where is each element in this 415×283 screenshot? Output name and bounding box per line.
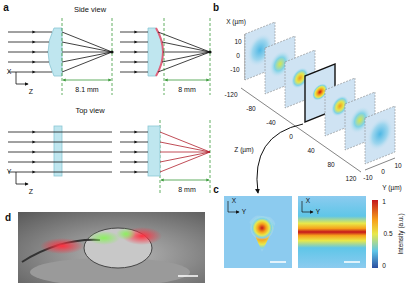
panel-letter: a <box>3 3 9 13</box>
tick-label: 40 <box>307 148 314 155</box>
tick-label: 0 <box>381 169 385 176</box>
plano-convex-lens <box>48 28 62 76</box>
green-glow <box>116 228 136 240</box>
converging-ray <box>160 132 210 172</box>
ray <box>120 172 148 173</box>
tick-label: 0 <box>236 53 240 60</box>
axis-title: X (µm) <box>226 19 246 26</box>
axis-label: Z <box>29 88 33 95</box>
tick-label: -120 <box>224 92 237 99</box>
dimension: 8 mm <box>178 186 196 193</box>
converging-ray <box>62 32 112 72</box>
tick-label: 10 <box>234 39 241 46</box>
view-title: Side view <box>74 6 106 14</box>
axis-label: Y <box>242 209 246 216</box>
slice <box>365 106 395 164</box>
tick-label: -10 <box>363 175 372 182</box>
ray <box>8 62 49 63</box>
ray <box>120 42 148 43</box>
dimension-arrow <box>165 80 209 81</box>
scale-bar <box>344 261 360 263</box>
ray <box>120 72 148 73</box>
coated-lens <box>148 28 163 76</box>
ray <box>120 142 148 143</box>
lens-top <box>54 126 62 176</box>
ray <box>8 72 52 73</box>
ray <box>8 172 112 173</box>
colorbar-tick: 0.5 <box>383 231 392 238</box>
ray <box>120 152 148 153</box>
ray <box>8 132 112 133</box>
zoom-arrow <box>257 124 303 193</box>
dimension: 8 mm <box>178 86 196 93</box>
scale-bar <box>178 275 198 277</box>
focal-spot-image <box>224 196 292 268</box>
ray <box>120 162 148 163</box>
axis-label: Z <box>29 188 33 195</box>
ray <box>120 52 148 53</box>
colorbar-title: Intensity (a.u.) <box>398 213 405 254</box>
tick-label: 80 <box>327 162 334 169</box>
triangular-spot <box>246 214 278 252</box>
ray <box>8 32 52 33</box>
colorbar-tick: 0 <box>382 263 386 270</box>
dimension-arrow <box>161 180 209 181</box>
green-glow <box>88 231 120 245</box>
coating <box>156 28 163 76</box>
ray <box>8 162 112 163</box>
tick-label: 120 <box>346 176 357 183</box>
axis-title: Z (µm) <box>234 147 253 154</box>
ray <box>120 62 148 63</box>
tick-label: -80 <box>246 106 255 113</box>
axis-label: Y <box>7 168 12 175</box>
tick-label: 0 <box>289 134 293 141</box>
converging-ray <box>158 32 210 72</box>
tick-label: -40 <box>266 120 275 127</box>
ray <box>8 42 49 43</box>
axis-title: Y (µm) <box>382 185 402 192</box>
device-photo <box>18 212 205 283</box>
axis-label: X <box>306 198 310 205</box>
top-view-optics <box>8 126 210 184</box>
panel-letter: c <box>213 185 219 195</box>
tick-label: -10 <box>230 67 239 74</box>
axis-arrows <box>16 72 28 84</box>
panel-letter: d <box>5 213 11 223</box>
axis-arrows <box>16 172 28 184</box>
colorbar <box>372 200 378 268</box>
guide-line <box>160 120 210 195</box>
dimension-arrow <box>63 80 111 81</box>
colorbar-tick: 1 <box>382 199 386 206</box>
guide-line <box>62 18 210 95</box>
dimension: 8.1 mm <box>75 86 98 93</box>
ray <box>120 132 148 133</box>
axis-label: X <box>232 198 236 205</box>
axis-label: X <box>7 68 12 75</box>
red-glow <box>40 238 84 254</box>
dimension-guides <box>62 18 210 195</box>
ray <box>8 52 48 53</box>
scale-bar <box>270 261 286 263</box>
line-focus-image <box>298 196 366 268</box>
side-view-optics <box>8 28 212 84</box>
ray <box>8 142 112 143</box>
axis-label: Y <box>316 209 320 216</box>
lens-top <box>148 126 160 176</box>
tick-label: 10 <box>394 163 401 170</box>
panel-letter: b <box>213 3 219 13</box>
ray <box>8 152 112 153</box>
view-title: Top view <box>75 107 104 115</box>
ray <box>120 32 148 33</box>
